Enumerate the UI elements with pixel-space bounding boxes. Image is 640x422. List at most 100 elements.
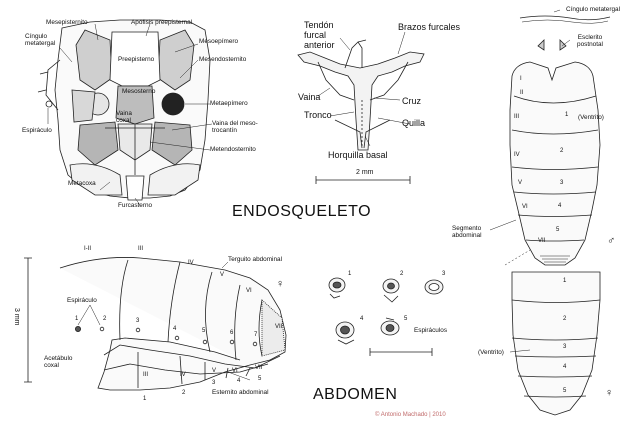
male-roman-I: I [520, 76, 522, 82]
furca-leaders [317, 31, 411, 147]
tergum-V: V [220, 272, 225, 278]
male-num-5: 5 [556, 227, 560, 233]
tergum-VII: VII [275, 324, 283, 330]
spiracle-num-6: 6 [230, 330, 234, 336]
spiracle-num-4: 4 [173, 326, 177, 332]
sternum-VII: VII [255, 365, 263, 371]
female-num-4: 4 [563, 364, 567, 370]
label-espiraculo-thorax: Espiráculo [22, 127, 52, 134]
label-acetabulo-coxal: Acetábulo coxal [44, 355, 73, 369]
label-mesoepimero: Mesoepímero [199, 38, 239, 45]
label-esternito-abdominal: Esternito abdominal [212, 389, 269, 396]
male-roman-III: III [514, 114, 520, 120]
label-espiraculos: Espiráculos [414, 327, 448, 334]
label-vaina-meso-trocantin: Vaina del meso-trocantín [212, 120, 258, 134]
female-leader [509, 349, 531, 353]
male-roman-II: II [520, 90, 524, 96]
spiracle-num-2: 2 [103, 316, 107, 322]
label-cingulo-metatergal-male: Cíngulo metatergal [566, 6, 620, 13]
spiracle-detail-1: 1 [348, 271, 352, 277]
label-metendosternito: Metendosternito [210, 146, 256, 153]
label-espiraculo-side: Espiráculo [67, 297, 97, 304]
label-horquilla-basal: Horquilla basal [328, 150, 388, 160]
side-abdomen-drawing [59, 257, 287, 391]
label-brazos-furcales: Brazos furcales [398, 22, 461, 32]
female-abdomen-drawing [511, 271, 601, 416]
female-num-1: 1 [563, 278, 567, 284]
credit-line: © Antonio Machado | 2010 [375, 412, 446, 418]
furca-drawing [297, 39, 425, 151]
male-num-3: 3 [560, 180, 564, 186]
spiracle-detail-4: 4 [360, 316, 364, 322]
female-num-2: 2 [563, 316, 567, 322]
sternum-VI: VI [232, 368, 238, 374]
female-symbol: ♀ [605, 387, 614, 399]
sternite-num-5: 5 [258, 376, 262, 382]
label-terguito-abdominal: Terguito abdominal [228, 256, 282, 263]
male-symbol: ♂ [607, 235, 616, 247]
sternum-III: III [143, 372, 149, 378]
spiracle-num-7: 7 [254, 332, 258, 338]
spiracle-num-3: 3 [136, 318, 140, 324]
label-mesepisternito: Mesepisternito [46, 19, 88, 26]
spiracles-drawing [328, 277, 444, 345]
female-num-3: 3 [563, 344, 567, 350]
male-roman-VI: VI [522, 204, 528, 210]
male-leaders [489, 9, 571, 266]
label-metaepimero: Metaepímero [210, 100, 248, 107]
sternite-num-2: 2 [182, 390, 186, 396]
side-scale-label: 3 mm [13, 308, 20, 326]
label-ventrito-female: (Ventrito) [478, 349, 504, 356]
tergum-I-II: I-II [84, 246, 91, 252]
side-female-symbol: ♀ [276, 278, 285, 290]
male-num-2: 2 [560, 148, 564, 154]
label-mesosterno: Mesosterno [122, 88, 156, 95]
male-roman-IV: IV [514, 152, 520, 158]
furca-scale-bar [315, 176, 411, 184]
side-leaders [77, 261, 251, 381]
tergum-III: III [138, 246, 144, 252]
label-esclerito-postnotal: Esclerito postnotal [577, 34, 603, 48]
label-quilla: Quilla [402, 118, 426, 128]
spiracle-num-5: 5 [202, 328, 206, 334]
male-num-4: 4 [558, 203, 562, 209]
spiracle-num-1: 1 [75, 316, 79, 322]
tergum-VI: VI [246, 288, 252, 294]
sternum-IV: IV [180, 372, 186, 378]
label-cruz: Cruz [402, 96, 422, 106]
sternum-V: V [212, 368, 217, 374]
spiracles-scale-bar [369, 348, 433, 356]
label-metacoxa: Metacoxa [68, 180, 96, 187]
male-roman-V: V [518, 180, 523, 186]
sternite-num-4: 4 [237, 378, 241, 384]
sternite-num-1: 1 [143, 396, 147, 402]
label-segmento-abdominal: Segmento abdominal [452, 225, 482, 239]
spiracle-detail-2: 2 [400, 271, 404, 277]
thorax-leaders [47, 23, 213, 206]
label-vaina: Vaina [298, 92, 321, 102]
label-vaina-coxal: Vaina coxal [116, 110, 132, 124]
label-mesendosternito: Mesendosternito [199, 56, 247, 63]
male-roman-VII: VII [538, 238, 546, 244]
thorax-drawing [37, 19, 211, 201]
label-tendon-furcal-anterior: Tendón furcal anterior [304, 20, 335, 50]
furca-scale-label: 2 mm [356, 169, 374, 176]
title-abdomen: ABDOMEN [313, 386, 398, 403]
label-tronco: Tronco [304, 110, 332, 120]
label-furcasterno: Furcasterno [118, 202, 153, 209]
spiracle-detail-3: 3 [442, 271, 446, 277]
side-scale-bar [24, 257, 32, 383]
label-ventrito-male: (Ventrito) [578, 114, 604, 121]
tergum-IV: IV [188, 260, 194, 266]
label-cingulo-metatergal: Cíngulo metatergal [25, 33, 56, 47]
sternite-num-3: 3 [212, 380, 216, 386]
label-apofisis-preepisternal: Apófisis preepisternal [131, 19, 193, 26]
spiracle-detail-5: 5 [404, 316, 408, 322]
male-num-1: 1 [565, 112, 569, 118]
label-preepisterno: Preepisterno [118, 56, 155, 63]
female-num-5: 5 [563, 388, 567, 394]
male-abdomen-drawing [509, 15, 611, 266]
title-endoskeleton: ENDOSQUELETO [232, 203, 372, 220]
